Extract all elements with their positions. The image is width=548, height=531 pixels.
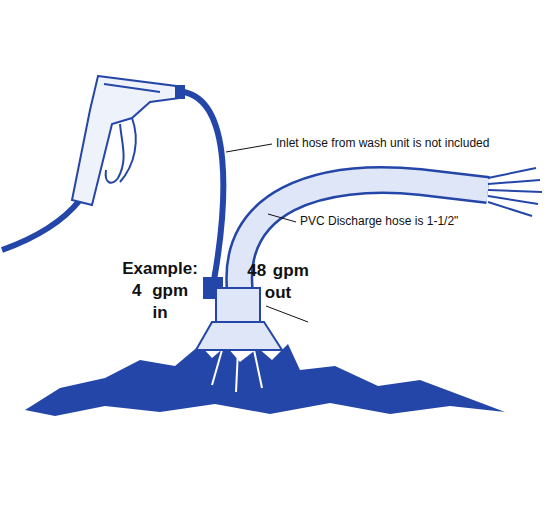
flow-rate-label: 48 gpm out (244, 260, 312, 304)
spray-gun (72, 76, 184, 205)
callout-note: PVC Discharge hose is 1-1/2" (300, 214, 540, 228)
discharge-spray (488, 168, 542, 216)
inlet-hose (184, 92, 223, 280)
jet-lines (212, 350, 262, 392)
callout-note: Inlet hose from wash unit is not include… (276, 136, 536, 150)
supply-hose (2, 200, 80, 250)
water-splash (25, 344, 505, 416)
flow-rate-label: Example: 4 gpm in (120, 258, 200, 324)
